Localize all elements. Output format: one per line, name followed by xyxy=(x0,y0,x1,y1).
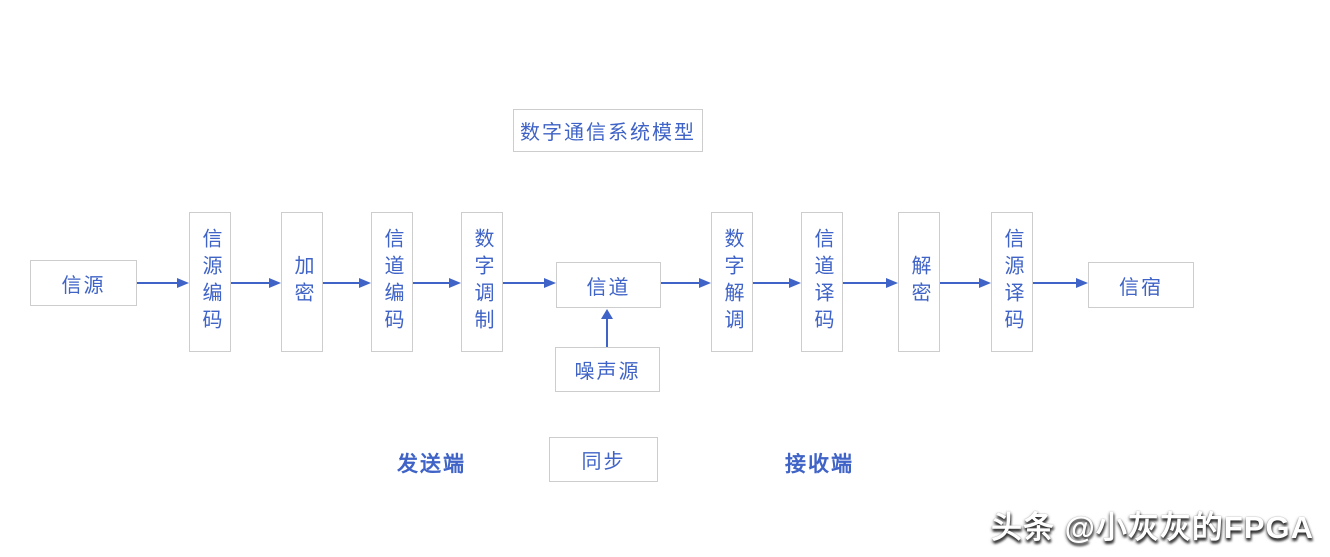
arrow-shaft xyxy=(940,282,979,284)
node-sync-label: 同步 xyxy=(581,451,626,473)
node-channel-encoder-label: 信道编码 xyxy=(381,228,403,336)
arrow-shaft xyxy=(753,282,789,284)
diagram-title-box: 数字通信系统模型 xyxy=(513,109,703,152)
arrow-shaft xyxy=(323,282,359,284)
watermark-text: 头条 @小灰灰的FPGA xyxy=(991,510,1314,545)
arrow-noise-source-to-channel xyxy=(601,309,613,347)
arrow-head-icon xyxy=(177,278,189,288)
node-channel-decoder-label: 信道译码 xyxy=(811,228,833,336)
arrow-head-icon xyxy=(886,278,898,288)
arrow-head-up-icon xyxy=(601,309,613,319)
label-transmitter-end: 发送端 xyxy=(397,453,466,476)
arrow-shaft xyxy=(1033,282,1076,284)
node-digital-modulator: 数字调制 xyxy=(461,212,503,352)
arrow-channel-to-digital-demodulator xyxy=(661,278,711,288)
node-noise-source-label: 噪声源 xyxy=(574,361,641,383)
node-source-encoder-label: 信源编码 xyxy=(199,228,221,336)
node-source-encoder: 信源编码 xyxy=(189,212,231,352)
arrow-digital-modulator-to-channel xyxy=(503,278,556,288)
arrow-shaft xyxy=(843,282,886,284)
node-sink: 信宿 xyxy=(1088,262,1194,308)
node-sink-label: 信宿 xyxy=(1119,276,1163,299)
arrow-source-to-source-encoder xyxy=(137,278,189,288)
node-channel: 信道 xyxy=(556,262,661,308)
node-channel-decoder: 信道译码 xyxy=(801,212,843,352)
arrow-shaft xyxy=(503,282,544,284)
node-source-decoder: 信源译码 xyxy=(991,212,1033,352)
node-decryptor: 解密 xyxy=(898,212,940,352)
arrow-shaft xyxy=(413,282,449,284)
node-digital-demodulator: 数字解调 xyxy=(711,212,753,352)
arrow-source-encoder-to-encryptor xyxy=(231,278,281,288)
arrow-head-icon xyxy=(789,278,801,288)
arrow-shaft xyxy=(137,282,177,284)
node-digital-demodulator-label: 数字解调 xyxy=(721,228,743,336)
arrow-encryptor-to-channel-encoder xyxy=(323,278,371,288)
arrow-source-decoder-to-sink xyxy=(1033,278,1088,288)
arrow-channel-decoder-to-decryptor xyxy=(843,278,898,288)
arrow-head-icon xyxy=(449,278,461,288)
arrow-head-icon xyxy=(544,278,556,288)
arrow-shaft xyxy=(606,319,608,347)
node-decryptor-label: 解密 xyxy=(908,255,930,309)
node-sync: 同步 xyxy=(549,437,658,482)
arrow-decryptor-to-source-decoder xyxy=(940,278,991,288)
node-source-label: 信源 xyxy=(61,274,106,297)
node-noise-source: 噪声源 xyxy=(555,347,660,392)
arrow-shaft xyxy=(231,282,269,284)
arrow-channel-encoder-to-digital-modulator xyxy=(413,278,461,288)
arrow-shaft xyxy=(661,282,699,284)
arrow-head-icon xyxy=(1076,278,1088,288)
node-source: 信源 xyxy=(30,260,137,306)
arrow-digital-demodulator-to-channel-decoder xyxy=(753,278,801,288)
arrow-head-icon xyxy=(699,278,711,288)
diagram-title: 数字通信系统模型 xyxy=(520,122,696,144)
node-digital-modulator-label: 数字调制 xyxy=(471,228,493,336)
node-channel-encoder: 信道编码 xyxy=(371,212,413,352)
node-encryptor-label: 加密 xyxy=(291,255,313,309)
node-channel-label: 信道 xyxy=(586,276,631,299)
node-encryptor: 加密 xyxy=(281,212,323,352)
arrow-head-icon xyxy=(979,278,991,288)
label-receiver-end: 接收端 xyxy=(785,453,854,476)
arrow-head-icon xyxy=(269,278,281,288)
arrow-head-icon xyxy=(359,278,371,288)
node-source-decoder-label: 信源译码 xyxy=(1001,228,1023,336)
